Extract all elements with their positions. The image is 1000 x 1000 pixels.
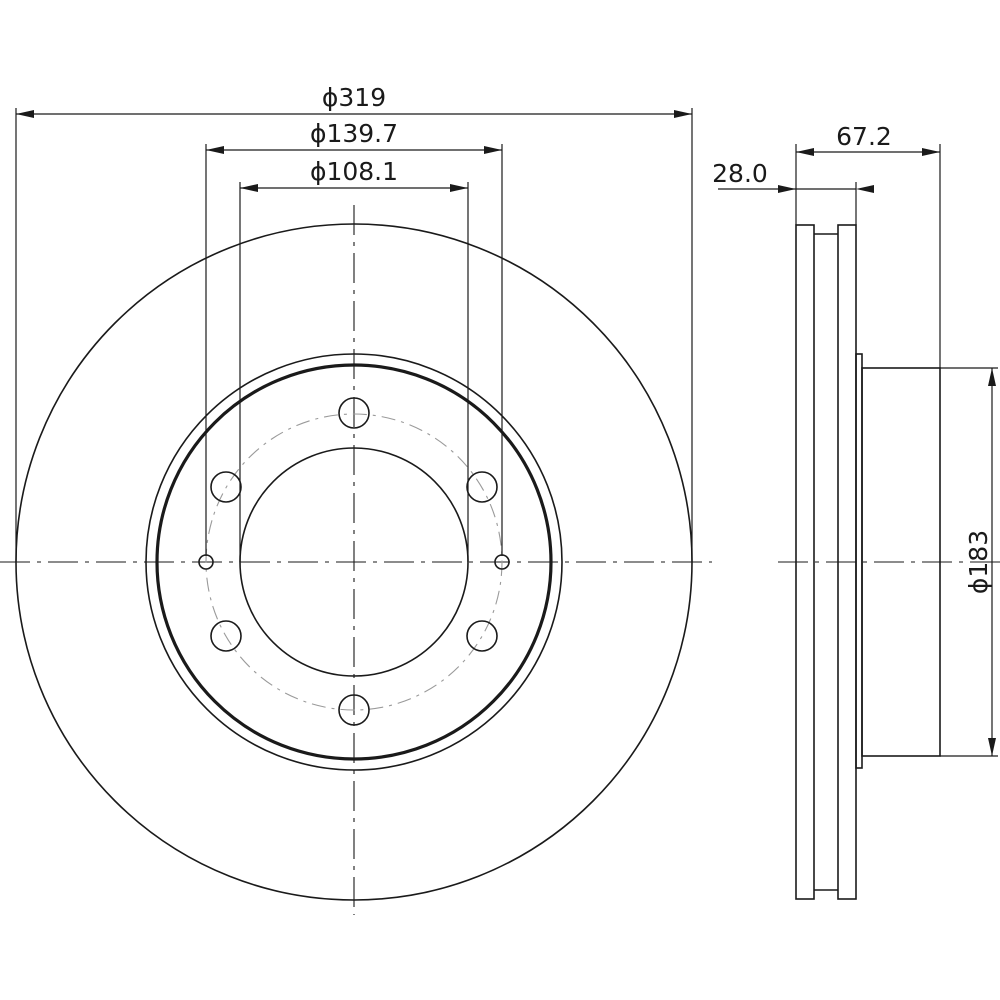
- hat-body: [861, 367, 941, 757]
- bolt-pitch-circle: [205, 413, 503, 711]
- dimension-center-bore-diameter: ϕ108.1: [239, 157, 469, 562]
- hat-section: [855, 353, 941, 769]
- bolt-hole-bottom: [338, 694, 370, 726]
- dimension-hat-diameter: ϕ183: [940, 367, 998, 757]
- bolt-hole-lower-right: [466, 620, 498, 652]
- dimension-disc-thickness: 28.0: [712, 159, 874, 225]
- hat-outer-edge: [145, 353, 563, 771]
- outer-friction-plate: [795, 224, 815, 900]
- dimension-outer-diameter: ϕ319: [15, 83, 693, 562]
- hat-flange: [855, 353, 863, 769]
- bolt-hole-top: [338, 397, 370, 429]
- total-height-label: 67.2: [836, 122, 892, 151]
- bolt-hole-upper-left: [210, 471, 242, 503]
- hat-inner-edge: [155, 363, 553, 761]
- bolt-hole-upper-right: [466, 471, 498, 503]
- side-view: 67.2 28.0 ϕ183: [712, 122, 1000, 900]
- outer-diameter-label: ϕ319: [322, 83, 386, 112]
- disc-thickness-label: 28.0: [712, 159, 768, 188]
- dimension-bolt-circle-diameter: ϕ139.7: [205, 119, 503, 556]
- bolt-hole-lower-left: [210, 620, 242, 652]
- front-view: ϕ319 ϕ139.7 ϕ108.1: [0, 83, 712, 915]
- dimension-total-height: 67.2: [795, 122, 941, 368]
- bolt-circle-diameter-label: ϕ139.7: [310, 119, 398, 148]
- center-bore-diameter-label: ϕ108.1: [310, 157, 398, 186]
- hat-diameter-label: ϕ183: [964, 530, 993, 594]
